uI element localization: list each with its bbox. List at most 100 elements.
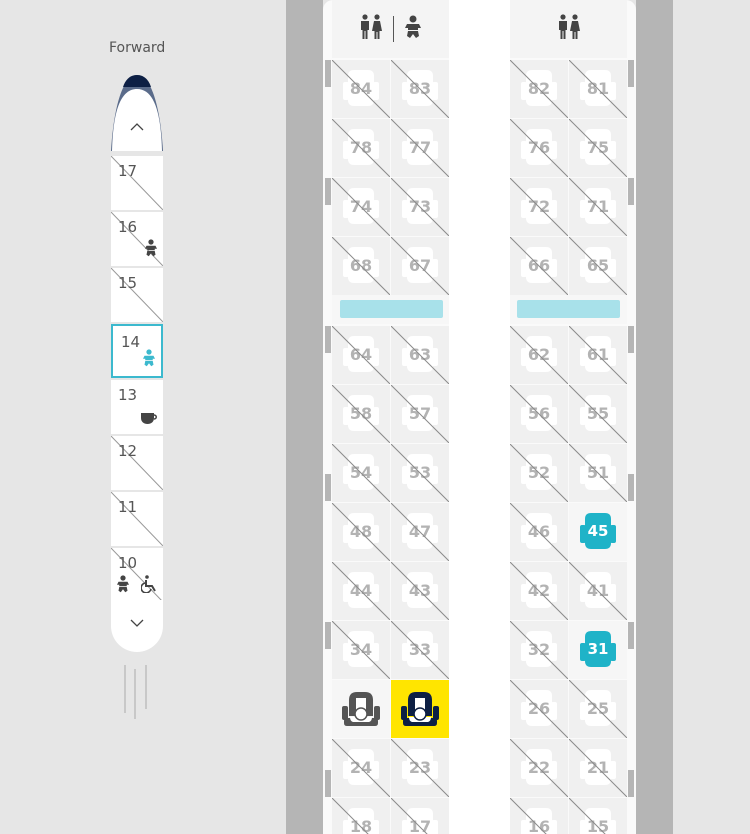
seat-25: 25 — [569, 680, 627, 738]
unavailable-slash — [510, 621, 568, 679]
seat-34: 34 — [332, 621, 390, 679]
chevron-up-icon — [130, 123, 144, 131]
seat-31[interactable]: 31 — [569, 621, 627, 679]
unavailable-slash — [391, 503, 449, 561]
row-number: 10 — [118, 554, 138, 572]
seat-18: 18 — [332, 798, 390, 834]
seat-41: 41 — [569, 562, 627, 620]
seat-51: 51 — [569, 444, 627, 502]
window-marker-left — [325, 770, 331, 797]
unavailable-slash — [569, 326, 627, 384]
seat-61: 61 — [569, 326, 627, 384]
seat-selected[interactable] — [391, 680, 449, 738]
unavailable-slash — [332, 385, 390, 443]
unavailable-slash — [391, 237, 449, 295]
forward-label: Forward — [109, 40, 166, 56]
seat-22: 22 — [510, 739, 568, 797]
window-marker-right — [628, 622, 634, 649]
row-number: 16 — [118, 218, 138, 236]
minimap-row-11[interactable]: 11 — [111, 492, 163, 546]
seat-44: 44 — [332, 562, 390, 620]
row-number: 12 — [118, 442, 138, 460]
unavailable-slash — [569, 680, 627, 738]
seat-76: 76 — [510, 119, 568, 177]
row-number: 11 — [118, 498, 138, 516]
seat-21: 21 — [569, 739, 627, 797]
wheelchair-icon — [140, 575, 158, 597]
baby-changing-icon — [144, 239, 158, 261]
window-marker-left — [325, 60, 331, 87]
unavailable-slash — [510, 503, 568, 561]
seat-54: 54 — [332, 444, 390, 502]
seat-66: 66 — [510, 237, 568, 295]
unavailable-slash — [332, 562, 390, 620]
minimap-row-10[interactable]: 10 — [111, 548, 163, 602]
seat-45[interactable]: 45 — [569, 503, 627, 561]
minimap-row-17[interactable]: 17 — [111, 156, 163, 210]
scroll-up-button[interactable] — [111, 75, 163, 151]
unavailable-slash — [510, 739, 568, 797]
aisle — [449, 0, 510, 834]
unavailable-slash — [391, 739, 449, 797]
unavailable-slash — [510, 178, 568, 236]
seat-71: 71 — [569, 178, 627, 236]
minimap-row-16[interactable]: 16 — [111, 212, 163, 266]
minimap-row-14[interactable]: 14 — [111, 324, 163, 378]
seat-map-cabin: 84 83 82 81 78 77 76 75 — [323, 0, 636, 834]
unavailable-slash — [569, 385, 627, 443]
unavailable-slash — [569, 60, 627, 118]
seat-52: 52 — [510, 444, 568, 502]
unavailable-slash — [391, 178, 449, 236]
unavailable-slash — [111, 436, 163, 490]
facility-divider — [393, 16, 394, 42]
unavailable-slash — [332, 326, 390, 384]
seat-33: 33 — [391, 621, 449, 679]
seat-64: 64 — [332, 326, 390, 384]
seat-32: 32 — [510, 621, 568, 679]
baby-changing-icon — [404, 15, 422, 43]
window-marker-right — [628, 60, 634, 87]
seat-58: 58 — [332, 385, 390, 443]
baby-changing-icon — [142, 349, 156, 371]
unavailable-slash — [332, 60, 390, 118]
fuselage-wall-right — [636, 0, 673, 834]
seat-48: 48 — [332, 503, 390, 561]
window-marker-right — [628, 326, 634, 353]
seat-24: 24 — [332, 739, 390, 797]
emergency-exit-marker — [517, 300, 620, 318]
window-marker-left — [325, 474, 331, 501]
seat-15: 15 — [569, 798, 627, 834]
emergency-exit-marker — [340, 300, 443, 318]
unavailable-slash — [391, 562, 449, 620]
unavailable-slash — [391, 621, 449, 679]
unavailable-slash — [510, 326, 568, 384]
seat-68: 68 — [332, 237, 390, 295]
seat-occupied[interactable] — [332, 680, 390, 738]
unavailable-slash — [510, 237, 568, 295]
unavailable-slash — [569, 798, 606, 834]
scroll-down-button[interactable] — [111, 600, 163, 652]
minimap-row-15[interactable]: 15 — [111, 268, 163, 322]
unavailable-slash — [391, 385, 449, 443]
minimap-row-13[interactable]: 13 — [111, 380, 163, 434]
facilities-left — [332, 0, 449, 58]
unavailable-slash — [510, 60, 568, 118]
seat-73: 73 — [391, 178, 449, 236]
unavailable-slash — [569, 119, 627, 177]
seat-77: 77 — [391, 119, 449, 177]
seat-82: 82 — [510, 60, 568, 118]
seat-47: 47 — [391, 503, 449, 561]
seat-23: 23 — [391, 739, 449, 797]
seat-number: 45 — [587, 522, 609, 540]
baby-changing-icon — [116, 575, 130, 597]
seat-43: 43 — [391, 562, 449, 620]
unavailable-slash — [510, 680, 568, 738]
unavailable-slash — [391, 798, 428, 834]
unavailable-slash — [569, 562, 627, 620]
unavailable-slash — [391, 60, 449, 118]
window-marker-right — [628, 770, 634, 797]
seat-26: 26 — [510, 680, 568, 738]
minimap-row-12[interactable]: 12 — [111, 436, 163, 490]
seat-17: 17 — [391, 798, 449, 834]
seat-75: 75 — [569, 119, 627, 177]
